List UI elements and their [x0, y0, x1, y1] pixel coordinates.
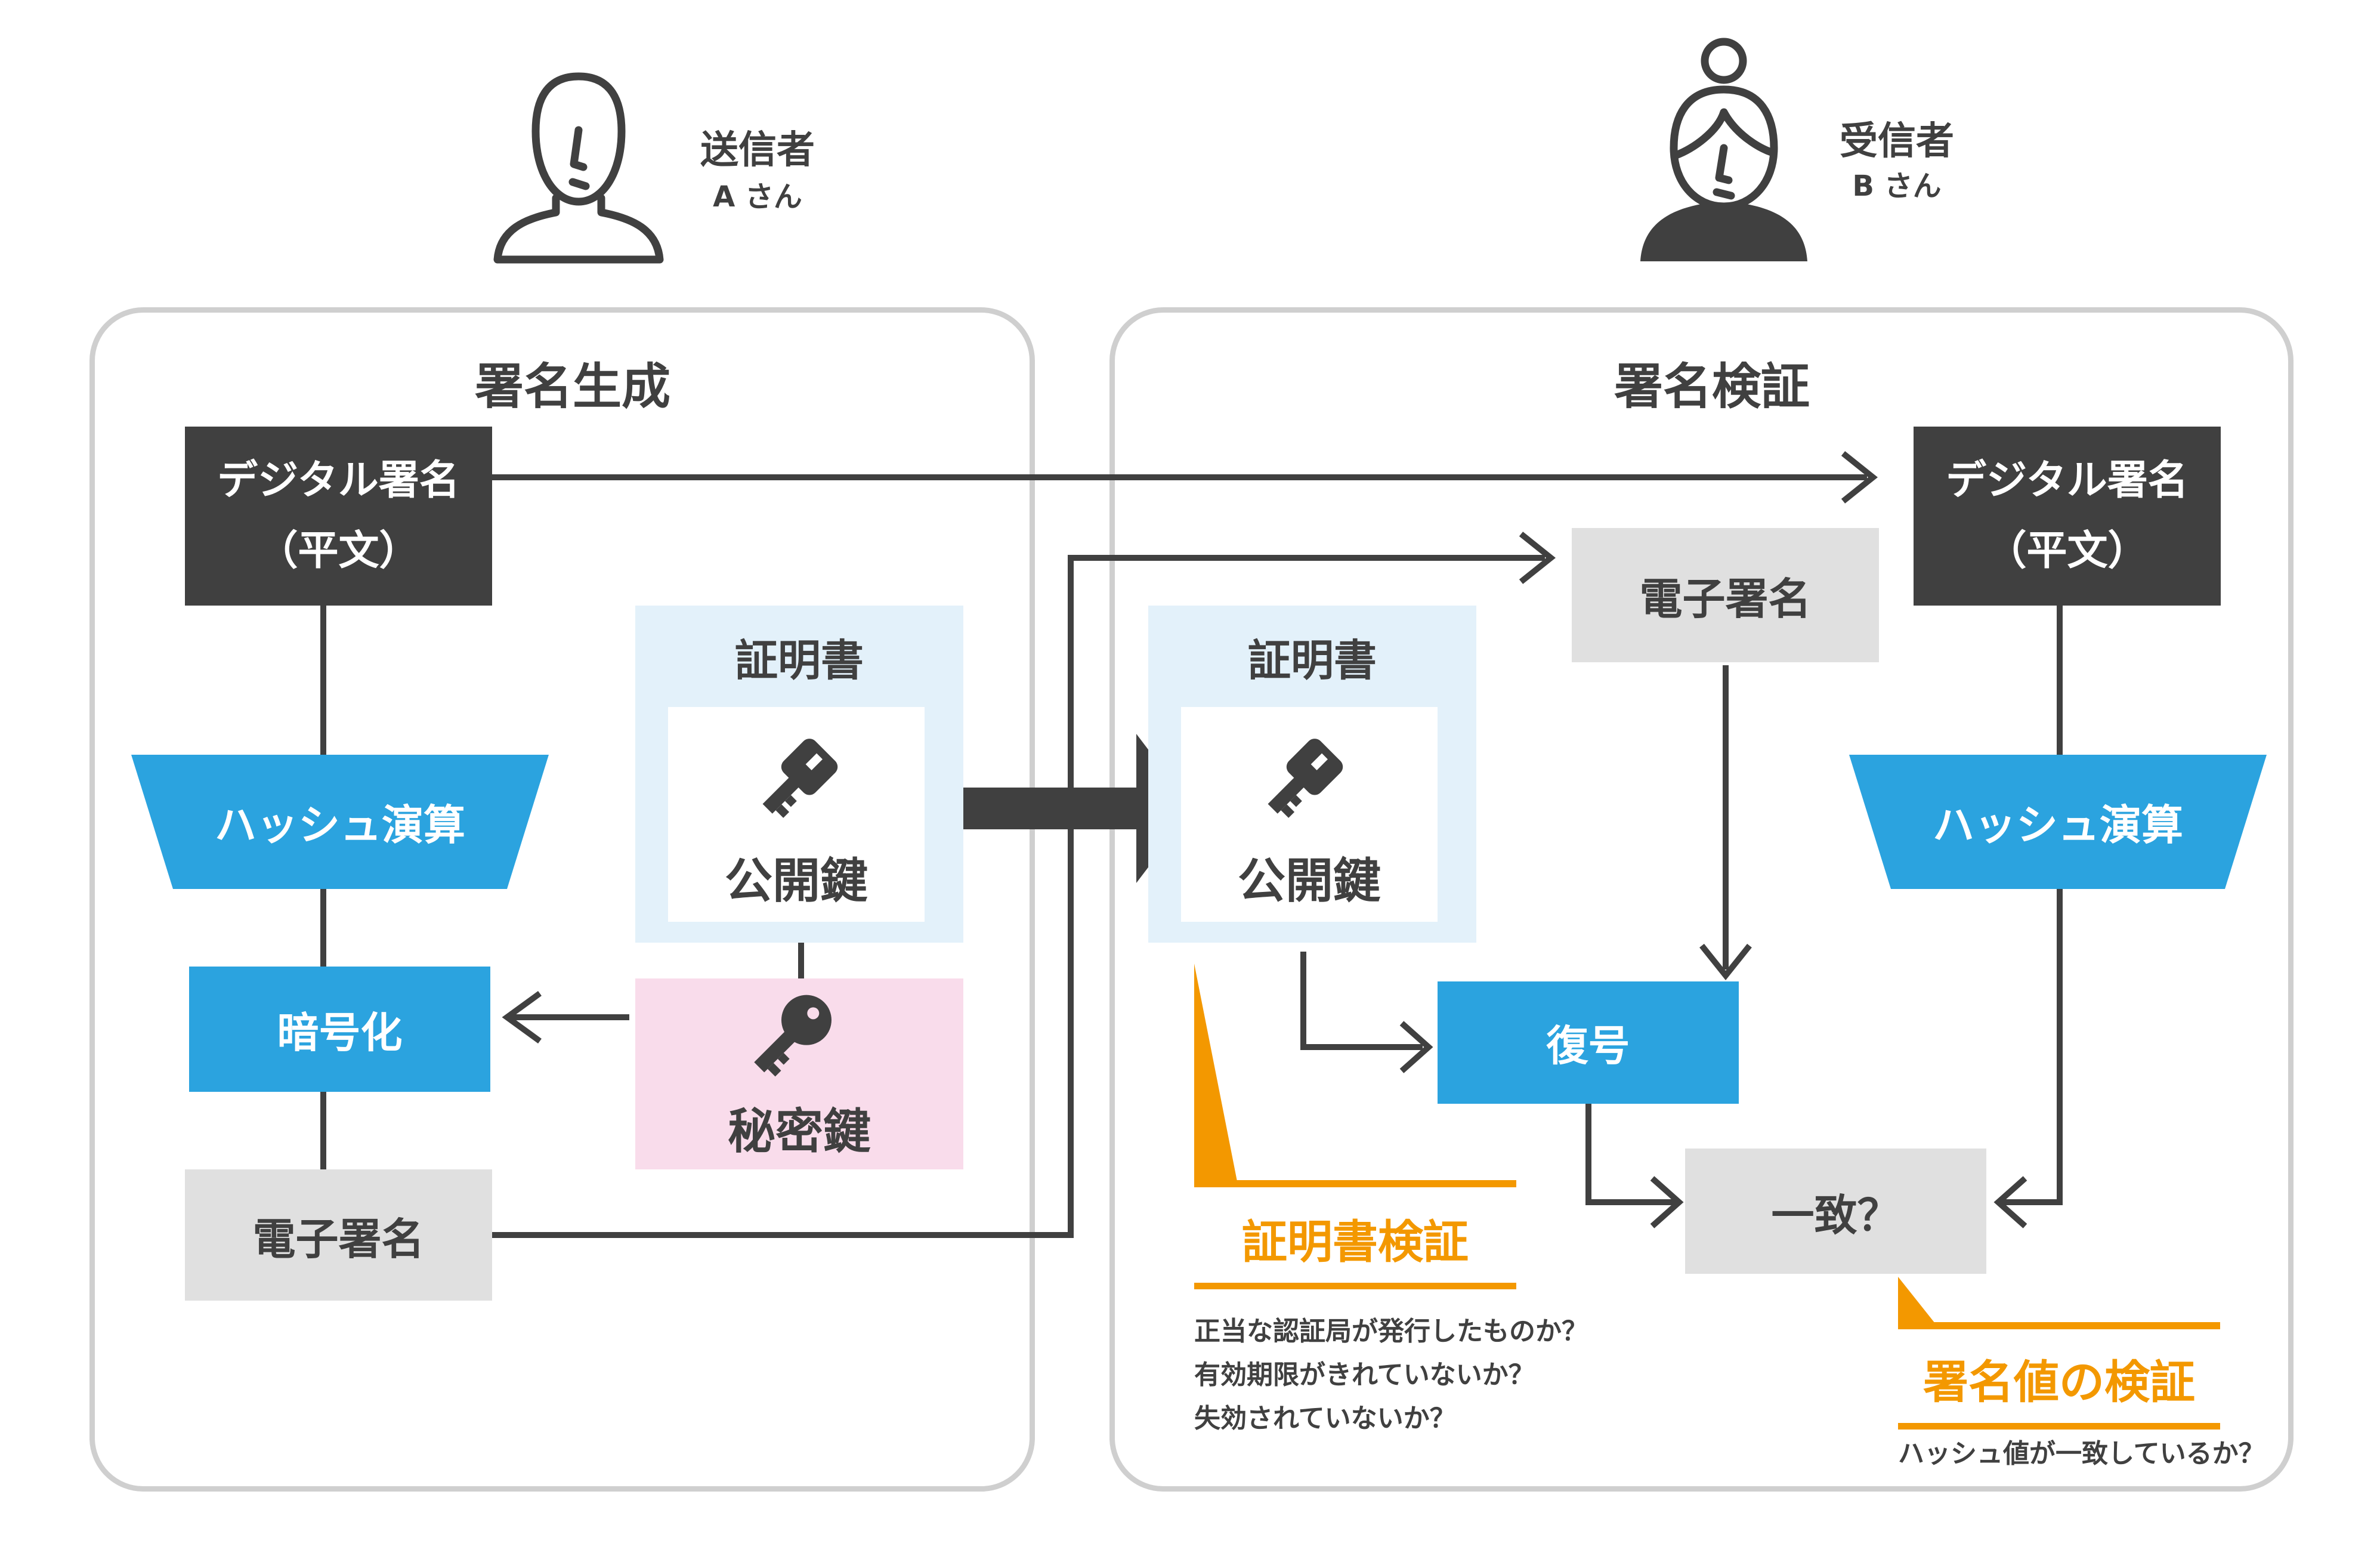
signature-verification-title: 署名値の検証 — [1923, 1356, 2195, 1409]
right-plaintext-line2: （平文） — [1986, 527, 2149, 575]
sender-name: 送信者 — [700, 128, 815, 172]
cert-verification-line-2: 有効期限がきれていないか？ — [1194, 1360, 1535, 1390]
receiver-name: 受信者 — [1840, 119, 1954, 163]
left-hash-label: ハッシュ演算 — [215, 801, 465, 850]
left-public-key-icon — [755, 737, 850, 832]
transfer-arrow — [954, 734, 1193, 883]
cert-verification-line-1: 正当な認証局が発行したものか？ — [1194, 1316, 1588, 1347]
left-public-key-label: 公開鍵 — [725, 853, 868, 909]
right-certificate-title: 証明書 — [1247, 635, 1377, 686]
right-hash-box: ハッシュ演算 — [1849, 755, 2267, 889]
private-key-icon — [746, 990, 847, 1092]
signature-generation-panel — [89, 307, 1035, 1492]
decrypt-box: 復号 — [1438, 981, 1739, 1104]
encrypt-box: 暗号化 — [189, 967, 490, 1092]
cert-verification-line-3: 失効されていないか？ — [1194, 1403, 1456, 1434]
left-plaintext-box: デジタル署名 （平文） — [185, 427, 492, 606]
signature-verification-line: ハッシュ値が一致しているか？ — [1898, 1438, 2265, 1469]
right-plaintext-box: デジタル署名 （平文） — [1914, 427, 2221, 606]
receiver-sub: B さん — [1852, 169, 1942, 203]
sender-sub: A さん — [713, 180, 802, 214]
signature-verification-title: 署名検証 — [1614, 358, 1810, 415]
right-signature-box: 電子署名 — [1572, 528, 1879, 662]
right-plaintext-line1: デジタル署名 — [1946, 457, 2189, 504]
left-certificate-title: 証明書 — [734, 635, 864, 686]
private-key-label: 秘密鍵 — [728, 1104, 871, 1159]
signature-generation-title: 署名生成 — [474, 358, 670, 415]
receiver-avatar-icon — [1634, 36, 1813, 263]
left-signature-box: 電子署名 — [185, 1169, 492, 1301]
left-certificate-inner — [668, 707, 925, 922]
signature-verification-panel — [1109, 307, 2294, 1492]
left-plaintext-line2: （平文） — [257, 527, 420, 575]
cert-verification-marker — [1194, 964, 1238, 1184]
sender-avatar-icon — [489, 60, 668, 265]
right-hash-label: ハッシュ演算 — [1933, 801, 2183, 850]
match-box: 一致？ — [1685, 1149, 1986, 1274]
right-public-key-icon — [1260, 737, 1355, 832]
left-hash-box: ハッシュ演算 — [131, 755, 549, 889]
signature-verification-marker — [1898, 1277, 1937, 1326]
left-plaintext-line1: デジタル署名 — [217, 457, 460, 504]
right-public-key-label: 公開鍵 — [1238, 853, 1381, 909]
cert-verification-title: 証明書検証 — [1242, 1215, 1469, 1268]
